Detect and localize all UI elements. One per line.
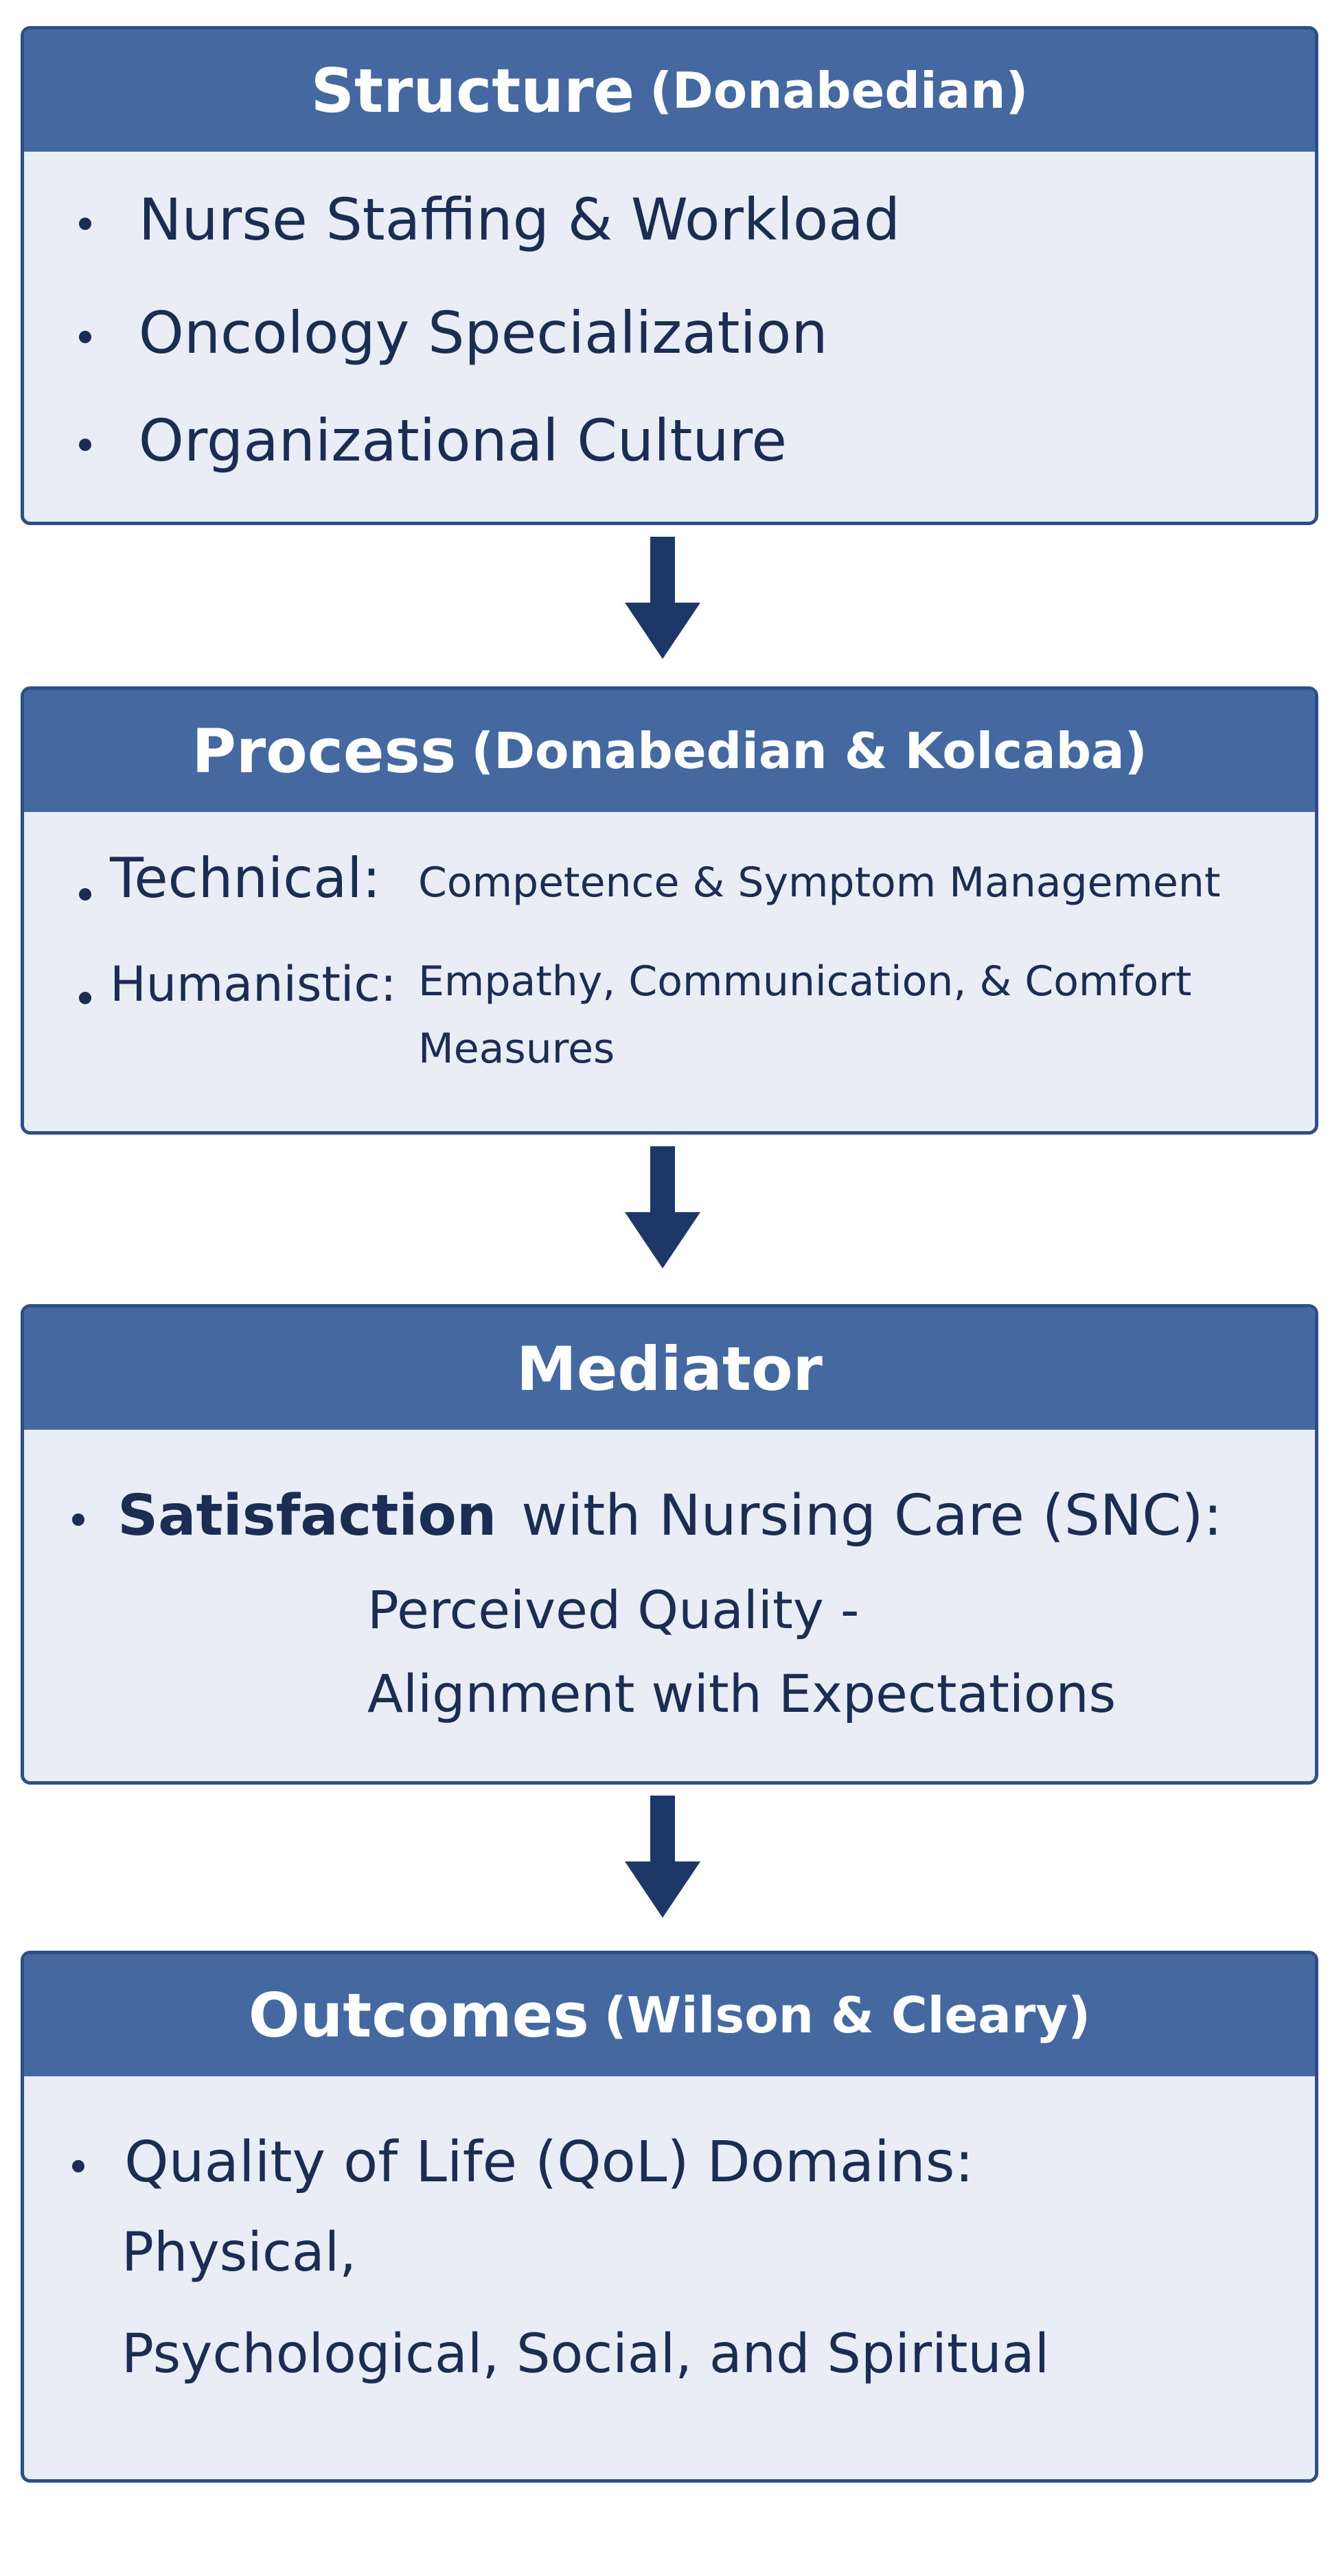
bullet-dot (79, 439, 91, 452)
process-title: Process (192, 715, 457, 787)
structure-box: Structure (Donabedian) Nurse Staffing & … (21, 26, 1318, 525)
humanistic-text: Empathy, Communication, & Comfort (418, 958, 1192, 1006)
process-item-humanistic: Humanistic: (79, 956, 396, 1012)
outcomes-line2: Physical, (122, 2222, 357, 2284)
structure-subtitle: (Donabedian) (650, 62, 1029, 119)
structure-item: Nurse Staffing & Workload (79, 186, 900, 253)
mediator-line2: Perceived Quality - (367, 1579, 860, 1640)
structure-title: Structure (310, 55, 635, 126)
bullet-dot (79, 331, 91, 344)
down-arrow-icon (625, 1796, 700, 1918)
outcomes-title: Outcomes (248, 1980, 589, 2051)
down-arrow-icon (625, 1146, 700, 1268)
bullet-dot (79, 218, 91, 231)
process-subtitle: (Donabedian & Kolcaba) (471, 722, 1147, 780)
humanistic-label: Humanistic: (110, 956, 397, 1012)
humanistic-text-cont: Measures (418, 1025, 615, 1073)
structure-item: Organizational Culture (79, 407, 787, 474)
structure-item: Oncology Specialization (79, 299, 828, 367)
bullet-dot (72, 1513, 84, 1526)
process-header: Process (Donabedian & Kolcaba) (24, 690, 1315, 812)
mediator-header: Mediator (24, 1308, 1315, 1430)
outcomes-header: Outcomes (Wilson & Cleary) (24, 1954, 1315, 2076)
satisfaction-rest: with Nursing Care (SNC): (521, 1483, 1223, 1548)
bullet-dot (79, 887, 91, 901)
technical-text: Competence & Symptom Management (418, 859, 1221, 907)
structure-header: Structure (Donabedian) (24, 30, 1315, 152)
mediator-line3: Alignment with Expectations (367, 1663, 1116, 1724)
satisfaction-bold: Satisfaction (117, 1483, 497, 1548)
mediator-item: Satisfaction with Nursing Care (SNC): (72, 1483, 1222, 1548)
outcomes-subtitle: (Wilson & Cleary) (604, 1986, 1091, 2044)
mediator-title: Mediator (516, 1333, 823, 1404)
mediator-box: Mediator Satisfaction with Nursing Care … (21, 1304, 1318, 1785)
bullet-dot (79, 991, 91, 1004)
technical-label: Technical: (110, 846, 381, 910)
outcomes-box: Outcomes (Wilson & Cleary) Quality of Li… (21, 1951, 1318, 2483)
bullet-dot (72, 2159, 84, 2172)
outcomes-item: Quality of Life (QoL) Domains: (72, 2130, 974, 2195)
down-arrow-icon (625, 537, 700, 659)
outcomes-line3: Psychological, Social, and Spiritual (122, 2323, 1050, 2385)
process-item-technical: Technical: (79, 846, 380, 910)
process-box: Process (Donabedian & Kolcaba) Technical… (21, 686, 1318, 1135)
